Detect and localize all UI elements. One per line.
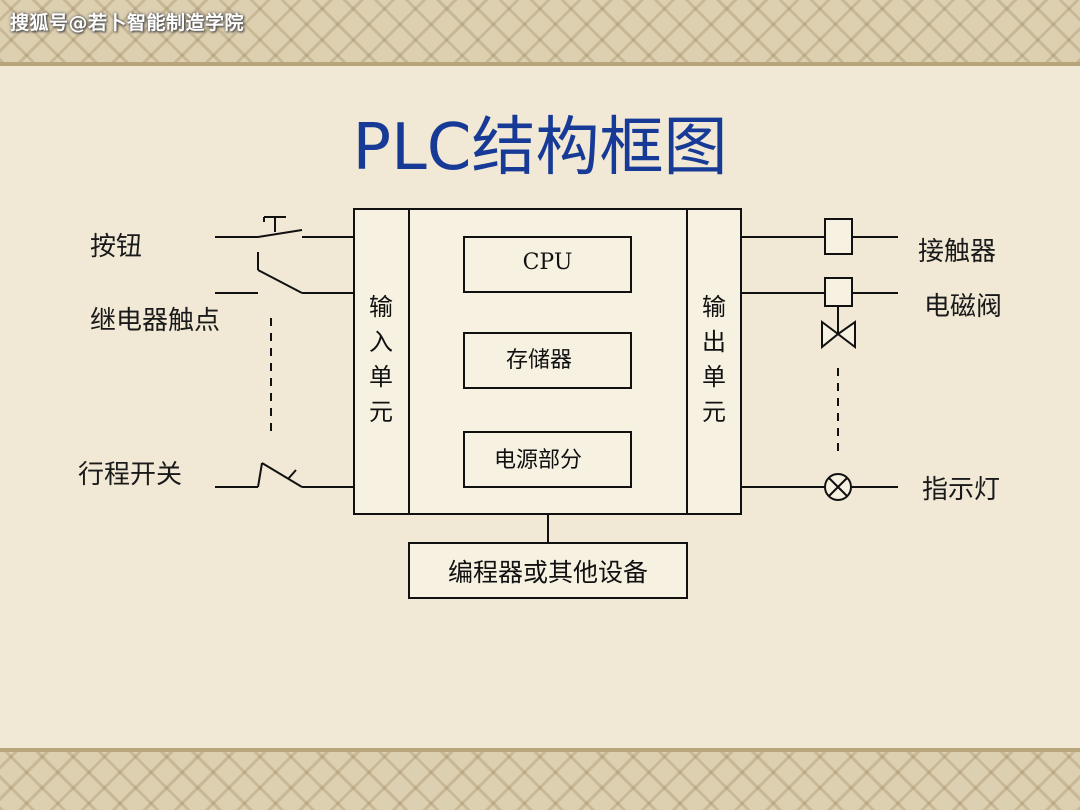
label-indicator-lamp: 指示灯	[922, 475, 1001, 505]
label-relay-contact: 继电器触点	[90, 306, 221, 336]
input-unit-label: 输 入 单 元	[369, 293, 393, 426]
memory-box	[463, 332, 632, 389]
solenoid-valve-symbol	[741, 277, 898, 350]
label-solenoid-valve: 电磁阀	[924, 292, 1003, 322]
border-divider-top	[0, 62, 1080, 66]
programmer-label: 编程器或其他设备	[447, 557, 648, 587]
memory-label: 存储器	[505, 348, 572, 373]
indicator-lamp-symbol	[741, 473, 898, 501]
decorative-border-top	[0, 0, 1080, 62]
travel-switch-symbol	[215, 462, 354, 488]
label-travel-switch: 行程开关	[78, 460, 183, 490]
power-box	[463, 431, 632, 488]
programmer-box	[408, 542, 688, 599]
contactor-coil-symbol	[741, 218, 898, 255]
output-unit-label: 输 出 单 元	[702, 293, 726, 426]
watermark: 搜狐号@若卜智能制造学院	[10, 12, 245, 34]
cpu-label: CPU	[522, 249, 573, 275]
label-button: 按钮	[90, 232, 143, 262]
relay-contact-symbol	[215, 252, 354, 294]
power-label: 电源部分	[493, 448, 582, 473]
label-contactor: 接触器	[918, 237, 997, 267]
cpu-box	[463, 236, 632, 293]
slide-title: PLC结构框图	[352, 111, 728, 185]
border-divider-bottom	[0, 748, 1080, 752]
push-button-symbol	[215, 216, 354, 238]
decorative-border-bottom	[0, 752, 1080, 810]
